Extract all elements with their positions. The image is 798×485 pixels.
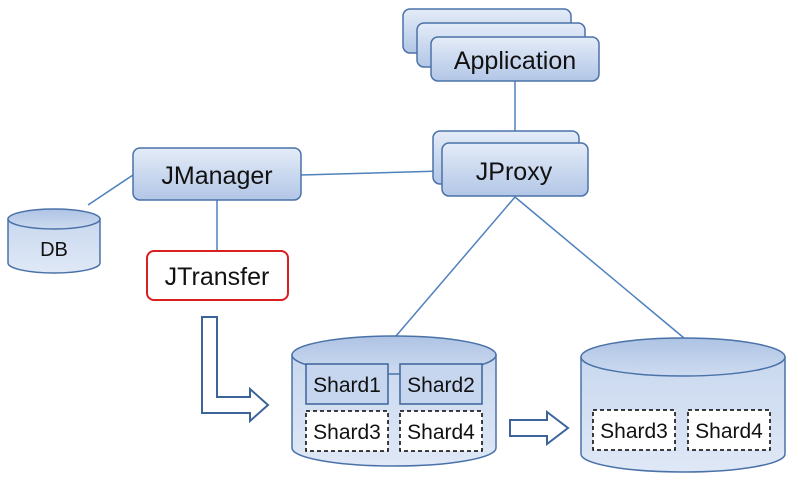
transfer-flow-arrow-icon [201, 316, 270, 424]
source-shard-1-box[interactable] [305, 363, 389, 405]
source-cluster-cylinder[interactable]: Shard1 Shard2 Shard3 Shard4 [291, 335, 497, 467]
jproxy-box[interactable] [441, 142, 589, 197]
source-shard-1-label: Shard1 [313, 374, 381, 397]
connectors [87, 81, 685, 339]
target-cluster-cylinder[interactable]: Shard3 Shard4 [580, 337, 786, 473]
source-shard-2-box[interactable] [399, 363, 483, 405]
application-label: Application [454, 47, 576, 75]
application-stack: Application [402, 8, 600, 82]
line-jmanager-jproxy [300, 170, 443, 176]
source-shard-2-label: Shard2 [407, 374, 475, 397]
jtransfer-label: JTransfer [165, 263, 270, 291]
source-shard-3-box[interactable] [305, 410, 389, 452]
target-shard-3-label: Shard3 [600, 420, 668, 443]
target-shard-3-box[interactable] [592, 409, 676, 451]
source-shard-3-label: Shard3 [313, 421, 381, 444]
line-jproxy-source-cluster [395, 196, 516, 337]
line-jmanager-db [87, 174, 134, 206]
jproxy-stack: JProxy [432, 130, 589, 197]
migration-arrow-icon [509, 409, 570, 447]
target-shard-4-label: Shard4 [695, 420, 763, 443]
jmanager-node: JManager [132, 147, 302, 201]
db-label: DB [40, 239, 68, 261]
jproxy-label: JProxy [476, 158, 553, 186]
target-cluster-top [580, 337, 786, 377]
application-box[interactable] [430, 36, 600, 82]
source-shard-4-box[interactable] [399, 410, 483, 452]
jtransfer-node: JTransfer [146, 250, 289, 301]
jmanager-box[interactable] [132, 147, 302, 201]
line-jproxy-target-cluster [514, 196, 685, 339]
jmanager-label: JManager [161, 162, 272, 190]
target-shard-4-box[interactable] [687, 409, 771, 451]
db-cylinder[interactable]: DB [7, 208, 101, 274]
jtransfer-box[interactable] [146, 250, 289, 301]
db-cylinder-body [7, 218, 101, 274]
source-shard-4-label: Shard4 [407, 421, 475, 444]
db-cylinder-top [7, 208, 101, 230]
